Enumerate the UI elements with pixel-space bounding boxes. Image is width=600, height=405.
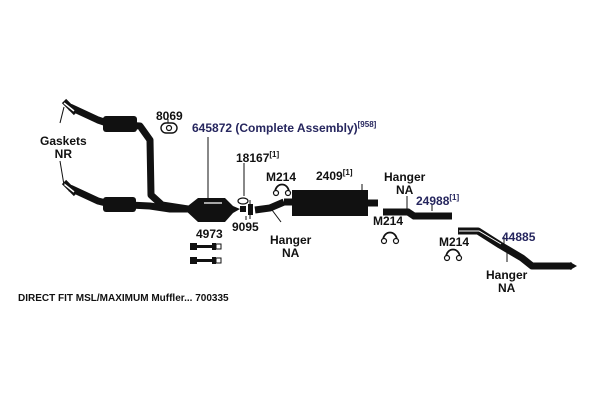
label-4973: 4973 xyxy=(196,227,223,241)
hanger-m214-c-icon xyxy=(443,248,463,262)
label-hanger-na-mid: Hanger NA xyxy=(270,233,312,260)
leader-lines xyxy=(59,106,508,262)
upper-resonator xyxy=(103,116,137,132)
hanger-m214-a-icon xyxy=(272,183,292,197)
muffler-2409 xyxy=(284,190,378,216)
gasket-18167-icon xyxy=(237,197,249,205)
label-hanger-na-top: Hanger NA xyxy=(384,170,426,197)
label-complete-assembly: 645872 (Complete Assembly)[958] xyxy=(192,120,377,135)
tailpipe-tip xyxy=(570,262,577,270)
bolt-kit-4973-icon xyxy=(190,243,222,264)
tailpipe-front xyxy=(383,208,452,220)
hanger-m214-b-icon xyxy=(380,231,400,245)
label-18167: 18167[1] xyxy=(236,150,280,165)
label-m214-c: M214 xyxy=(439,235,470,249)
gasket-8069-icon xyxy=(160,122,178,134)
clamp-9095 xyxy=(248,200,253,219)
lower-front-pipe xyxy=(61,179,188,213)
label-m214-b: M214 xyxy=(373,214,404,228)
label-m214-a: M214 xyxy=(266,170,297,184)
label-hanger-na-right: Hanger NA xyxy=(486,268,528,295)
intermediate-pipe xyxy=(254,198,286,214)
label-2409: 2409[1] xyxy=(316,168,353,183)
upper-front-pipe xyxy=(61,98,189,213)
label-9095: 9095 xyxy=(232,220,259,234)
label-24988: 24988[1] xyxy=(416,193,460,208)
label-44885: 44885 xyxy=(502,230,536,244)
catalytic-converter xyxy=(184,198,246,222)
label-8069: 8069 xyxy=(156,109,183,123)
label-gaskets: Gaskets NR xyxy=(40,134,87,161)
lower-resonator xyxy=(103,197,136,212)
footer-caption: DIRECT FIT MSL/MAXIMUM Muffler... 700335 xyxy=(18,293,229,304)
